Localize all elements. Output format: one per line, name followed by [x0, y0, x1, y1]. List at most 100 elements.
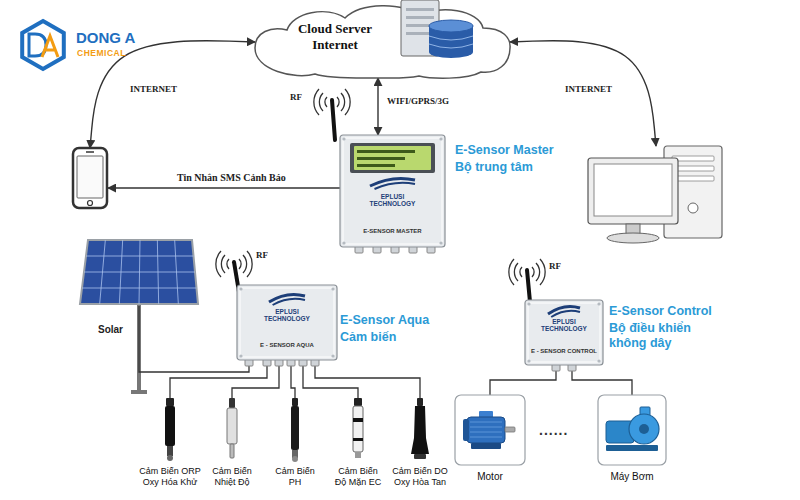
solar-grid — [82, 288, 197, 289]
node-shape — [285, 398, 305, 462]
node-shape — [455, 395, 525, 465]
equipment-label: Motor — [455, 471, 525, 483]
node-shape — [72, 148, 108, 208]
sensor-probe: Cảm Biến Nhiệt Độ — [222, 398, 242, 462]
wave-arc — [325, 97, 339, 107]
screw — [239, 287, 242, 290]
pump-volute — [629, 414, 659, 444]
shape-part — [417, 398, 423, 406]
cable-wire — [315, 360, 420, 398]
shape-part — [165, 406, 175, 446]
logo-text: CHEMICAL — [77, 48, 126, 58]
phone-screen — [77, 156, 103, 198]
node-shape — [410, 398, 430, 462]
shape-part — [292, 456, 298, 462]
pump-base — [606, 445, 658, 451]
phone-button — [88, 201, 93, 206]
shape-part — [291, 406, 299, 450]
sensor-label: Cảm Biến PH — [273, 466, 317, 488]
motor-body — [467, 417, 505, 443]
screw — [527, 359, 530, 362]
shape-part — [292, 398, 298, 406]
wave-arc — [514, 263, 539, 281]
device-heading: E-Sensor Aqua — [340, 313, 429, 328]
data-arrow — [377, 78, 378, 135]
connector-label: INTERNET — [128, 84, 179, 95]
lcd-bezel — [350, 143, 435, 173]
sensor-label: Cảm Biến Nhiệt Độ — [210, 466, 254, 488]
lcd-line — [357, 164, 395, 167]
screw — [239, 354, 242, 357]
sensor-label: Cảm Biến DO Oxy Hòa Tan — [388, 466, 452, 488]
master-device: E-Sensor MasterBộ trung tâmEPLUSI TECHNO… — [340, 135, 445, 247]
shape-part — [411, 406, 429, 454]
screw — [439, 137, 442, 140]
brand-swoosh — [551, 311, 580, 317]
aqua-sensor-device: E-Sensor AquaCảm biếnEPLUSI TECHNOLOGYE … — [237, 285, 337, 360]
device-housing — [340, 135, 445, 247]
sensor-probe: Cảm Biến PH — [285, 398, 305, 462]
wave-arc — [520, 267, 534, 277]
smartphone-icon — [72, 148, 108, 208]
shape-part — [166, 398, 174, 406]
device-heading: Bộ trung tâm — [455, 160, 533, 175]
connector-label: INTERNET — [563, 84, 614, 95]
solar-grid — [86, 256, 194, 257]
equipment-label: Máy Bơm — [598, 471, 666, 483]
motor-fin — [470, 432, 502, 433]
screw — [527, 302, 530, 305]
node-shape — [255, 6, 510, 78]
node-shape — [348, 398, 368, 462]
screw — [342, 241, 345, 244]
data-arrow — [108, 187, 340, 188]
shape-part — [354, 398, 362, 406]
antenna-rod — [332, 100, 335, 140]
cable-wire — [139, 306, 249, 372]
monitor-frame — [588, 158, 678, 224]
shape-part — [227, 408, 237, 444]
logo-hexagon — [22, 21, 64, 69]
screw — [331, 287, 334, 290]
company-logo — [22, 21, 64, 69]
screw — [331, 354, 334, 357]
control-device: E-Sensor ControlBộ điều khiển không dâyE… — [525, 300, 603, 365]
pump-inlet — [639, 424, 649, 434]
node-shape — [160, 398, 180, 462]
radio-waves — [509, 259, 545, 285]
motor-box: Motor — [455, 395, 525, 465]
radio-waves — [314, 89, 350, 115]
signal-label: RF — [256, 250, 268, 261]
equipment-frame — [455, 395, 525, 465]
device-heading: E-Sensor Control — [609, 304, 712, 319]
connector-label: WIFI/GPRS/3G — [385, 96, 451, 107]
monitor-base — [607, 233, 659, 243]
radio-waves — [216, 251, 252, 277]
brand-swoosh — [375, 183, 416, 189]
motor-fin — [470, 422, 502, 423]
solar-panel: Solar — [80, 238, 198, 306]
sensor-probe: Cảm Biến DO Oxy Hòa Tan — [410, 398, 430, 462]
logo-text: DONG A — [76, 29, 135, 47]
node-shape — [598, 395, 666, 465]
wave-arc — [221, 255, 246, 273]
shape-part — [230, 444, 234, 458]
database-top — [429, 20, 473, 32]
motor-base — [471, 443, 501, 449]
screw — [439, 241, 442, 244]
wave-arc — [509, 259, 545, 285]
device-bevel — [528, 303, 600, 362]
signal-label: RF — [290, 92, 302, 103]
wave-arc — [227, 259, 241, 269]
shape-part — [353, 406, 363, 452]
device-heading: Cảm biến — [340, 330, 396, 345]
connector-label: Tin Nhắn SMS Cảnh Báo — [175, 172, 288, 184]
sensor-probe: Cảm Biến Độ Mặn EC — [348, 398, 368, 462]
shape-part — [229, 398, 235, 408]
signal-label: RF — [549, 261, 561, 272]
lcd-line — [357, 150, 415, 153]
wave-arc — [319, 93, 344, 111]
antenna-rod — [527, 270, 530, 302]
shape-part — [167, 455, 173, 461]
master-antenna — [314, 89, 350, 140]
